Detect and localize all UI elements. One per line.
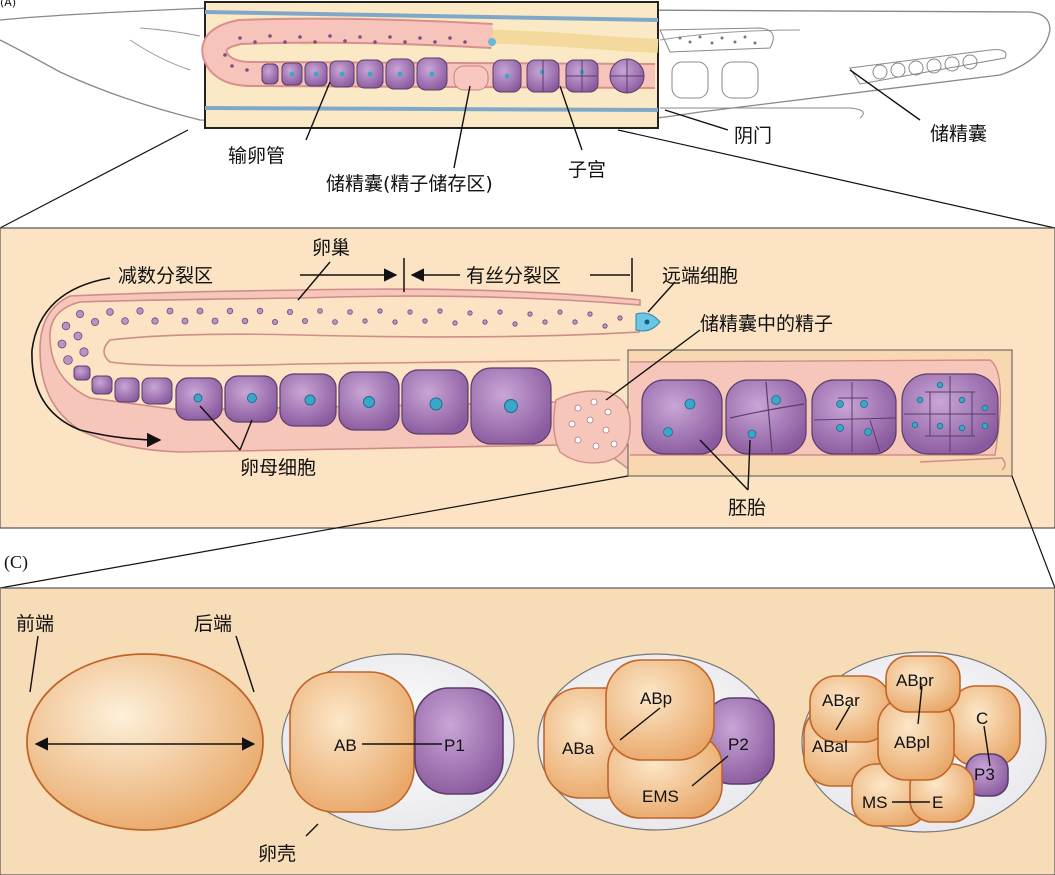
germline-nuclei bbox=[57, 307, 623, 365]
label-oocytes: 卵母细胞 bbox=[240, 457, 316, 479]
label-anterior: 前端 bbox=[16, 613, 54, 635]
right-arm-dots bbox=[678, 35, 757, 45]
label-embryos: 胚胎 bbox=[728, 497, 766, 519]
cell-label-abpl: ABpl bbox=[894, 733, 930, 752]
sperm-dots bbox=[568, 398, 618, 450]
label-posterior: 后端 bbox=[194, 613, 232, 635]
cell-label-c: C bbox=[976, 709, 988, 728]
cell-label-p2: P2 bbox=[728, 735, 749, 754]
oocytes bbox=[175, 367, 552, 445]
cell-label-ms: MS bbox=[862, 793, 888, 812]
label-corner-a: (A) bbox=[0, 0, 16, 9]
cell-label-abp: ABp bbox=[640, 689, 672, 708]
cell-label-p1: P1 bbox=[444, 736, 465, 755]
label-oviduct: 输卵管 bbox=[228, 145, 285, 167]
worm-overview bbox=[0, 1, 1055, 229]
early-oocytes bbox=[73, 365, 173, 405]
cell-label-abpr: ABpr bbox=[896, 671, 934, 690]
cell-label-e: E bbox=[932, 793, 943, 812]
label-eggshell: 卵壳 bbox=[258, 843, 296, 865]
embryo-cleavage-panel bbox=[0, 587, 1055, 875]
label-spermatheca-note: 储精囊(精子储存区) bbox=[326, 173, 493, 195]
cell-label-abal: ABal bbox=[812, 737, 848, 756]
label-ovary: 卵巢 bbox=[312, 237, 350, 259]
label-distal-cell: 远端细胞 bbox=[662, 265, 738, 287]
label-uterus: 子宫 bbox=[568, 159, 606, 181]
label-sperm-in-spermatheca: 储精囊中的精子 bbox=[700, 313, 833, 335]
label-mitotic-zone: 有丝分裂区 bbox=[466, 265, 561, 287]
cell-label-ems: EMS bbox=[642, 787, 679, 806]
gonad-detail-panel bbox=[0, 227, 1055, 589]
cell-label-p3: P3 bbox=[974, 765, 995, 784]
label-corner-c: (C) bbox=[4, 552, 28, 573]
cell-label-abar: ABar bbox=[822, 691, 860, 710]
cell-label-aba: ABa bbox=[562, 739, 595, 758]
label-seminal-vesicle: 储精囊 bbox=[930, 123, 987, 145]
cell-label-ab: AB bbox=[334, 736, 357, 755]
right-embryos bbox=[671, 54, 978, 99]
label-vulva: 阴门 bbox=[734, 125, 772, 147]
label-meiotic-zone: 减数分裂区 bbox=[118, 265, 213, 287]
